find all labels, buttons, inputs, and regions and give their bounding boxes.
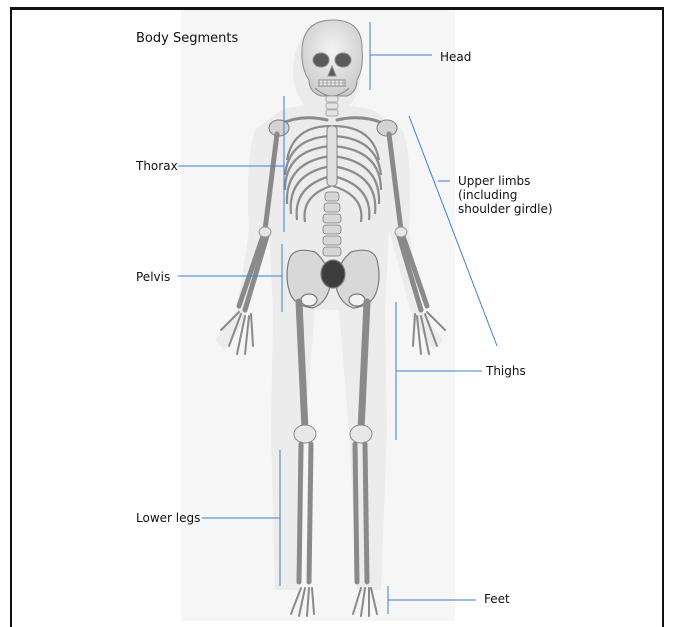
lower-legs-leader xyxy=(202,450,280,586)
head-label: Head xyxy=(440,50,471,64)
upper-limbs-label-line2: (including xyxy=(458,188,553,202)
feet-leader xyxy=(388,586,476,614)
diagram-title: Body Segments xyxy=(136,32,238,46)
thorax-leader xyxy=(178,96,284,232)
pelvis-leader xyxy=(178,244,282,312)
thighs-label: Thighs xyxy=(486,364,526,378)
thighs-leader xyxy=(396,302,482,440)
feet-label: Feet xyxy=(484,592,510,606)
head-leader xyxy=(370,22,432,90)
upper-limbs-label: Upper limbs (including shoulder girdle) xyxy=(458,174,553,216)
upper-limbs-leader xyxy=(409,116,497,346)
upper-limbs-label-line3: shoulder girdle) xyxy=(458,202,553,216)
lower-legs-label: Lower legs xyxy=(136,511,200,525)
upper-limbs-label-line1: Upper limbs xyxy=(458,174,553,188)
thorax-label: Thorax xyxy=(136,159,178,173)
pelvis-label: Pelvis xyxy=(136,270,170,284)
